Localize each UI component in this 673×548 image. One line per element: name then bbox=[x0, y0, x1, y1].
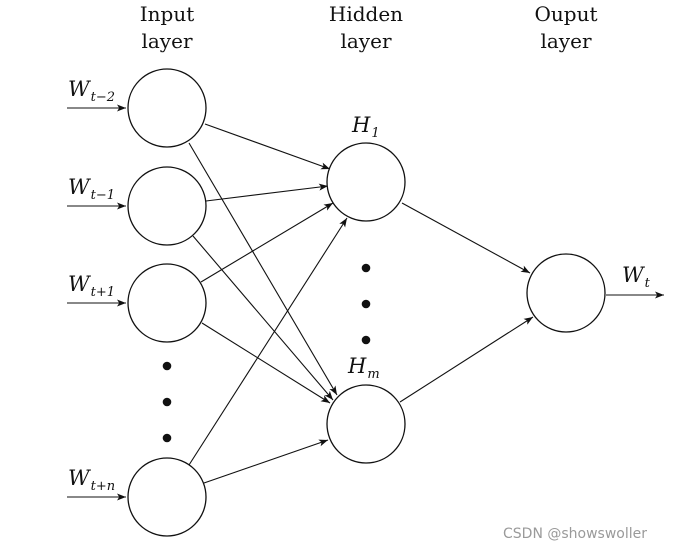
ellipsis-dot bbox=[361, 263, 371, 273]
edge-hm-out bbox=[399, 316, 534, 403]
hidden-label-1: H1 bbox=[351, 113, 380, 141]
edge-in3-hm bbox=[201, 322, 331, 404]
output-layer-header: Ouput layer bbox=[535, 2, 598, 53]
input-label-4: Wt+n bbox=[68, 466, 115, 494]
ellipsis-dot bbox=[361, 335, 371, 345]
edge-h1-out bbox=[401, 202, 531, 274]
hidden-layer-header: Hidden layer bbox=[329, 2, 403, 53]
output-layer-header-line1: Ouput bbox=[535, 2, 598, 26]
hidden-node-m bbox=[326, 384, 406, 464]
hidden-ellipsis bbox=[361, 263, 371, 345]
ellipsis-dot bbox=[162, 361, 172, 371]
input-layer-header-line1: Input bbox=[140, 2, 195, 26]
edge-in2-h1 bbox=[205, 183, 329, 202]
ellipsis-dot bbox=[162, 433, 172, 443]
input-label-1: Wt−2 bbox=[68, 77, 115, 105]
input-nodes bbox=[127, 68, 207, 537]
input-node-3 bbox=[127, 263, 207, 343]
output-node bbox=[526, 253, 606, 333]
hidden-layer-header-line1: Hidden bbox=[329, 2, 403, 26]
ellipsis-dot bbox=[162, 397, 172, 407]
hidden-node-1 bbox=[326, 142, 406, 222]
input-label-3: Wt+1 bbox=[68, 272, 115, 300]
watermark: CSDN @showswoller bbox=[503, 526, 647, 542]
ellipsis-dot bbox=[361, 299, 371, 309]
input-ellipsis bbox=[162, 361, 172, 443]
hidden-nodes bbox=[326, 142, 406, 464]
input-arrows bbox=[67, 104, 126, 501]
edge-in2-hm bbox=[192, 235, 334, 401]
input-layer-header: Input layer bbox=[140, 2, 195, 53]
hidden-layer-header-line2: layer bbox=[340, 29, 391, 53]
output-layer-header-line2: layer bbox=[540, 29, 591, 53]
edge-in3-h1 bbox=[200, 202, 334, 283]
input-node-2 bbox=[127, 166, 207, 246]
input-layer-header-line2: layer bbox=[141, 29, 192, 53]
input-to-hidden-edges bbox=[188, 123, 348, 484]
edge-in4-h1 bbox=[188, 217, 348, 466]
input-node-1 bbox=[127, 68, 207, 148]
hidden-to-output-edges bbox=[399, 202, 534, 403]
edge-in1-h1 bbox=[204, 123, 331, 170]
input-node-4 bbox=[127, 457, 207, 537]
hidden-label-m: Hm bbox=[347, 354, 380, 382]
edge-in1-hm bbox=[188, 142, 338, 396]
edge-in4-hm bbox=[203, 439, 329, 484]
output-label: Wt bbox=[622, 263, 651, 291]
input-label-2: Wt−1 bbox=[68, 175, 115, 203]
